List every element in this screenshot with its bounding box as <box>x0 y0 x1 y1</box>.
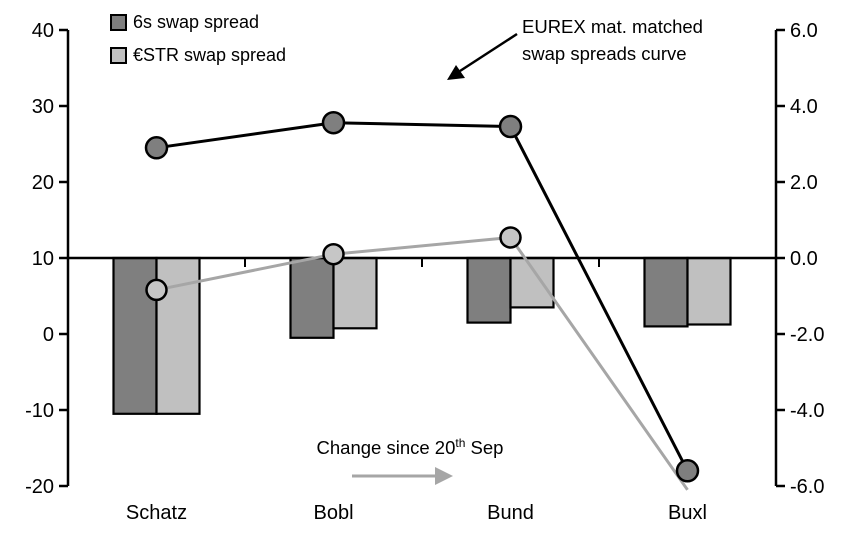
legend-label-estr: €STR swap spread <box>133 44 287 65</box>
legend-swatch-estr-icon <box>110 46 127 64</box>
legend-item-estr: €STR swap spread <box>110 42 286 68</box>
right-tick-label: -2.0 <box>790 324 824 346</box>
category-label-Bobl: Bobl <box>313 502 353 524</box>
bar-0-Bobl <box>289 256 335 339</box>
left-tick-label: -20 <box>25 476 54 498</box>
right-tick-label: 2.0 <box>790 172 818 194</box>
left-tick-label: 40 <box>32 20 54 42</box>
line-series-0 <box>156 121 689 472</box>
right-tick-label: -6.0 <box>790 476 824 498</box>
change-arrowhead-icon <box>435 467 453 485</box>
category-label-Buxl: Buxl <box>668 502 707 524</box>
change-annotation-suffix: Sep <box>465 437 504 459</box>
change-annotation-sup: th <box>455 436 466 450</box>
bar-1-Buxl <box>686 256 732 326</box>
category-label-Bund: Bund <box>487 502 534 524</box>
bar-1-Bobl <box>332 256 378 330</box>
bar-1-Bund <box>509 256 555 309</box>
marker-0-Bund <box>498 114 523 139</box>
left-tick-label: 10 <box>32 248 54 270</box>
left-tick-label: 20 <box>32 172 54 194</box>
curve-annotation-line1: EUREX mat. matched <box>522 16 703 37</box>
legend-item-6s: 6s swap spread <box>110 9 286 35</box>
legend: 6s swap spread €STR swap spread <box>110 9 286 75</box>
legend-swatch-6s-icon <box>110 13 127 31</box>
marker-0-Buxl <box>675 459 700 483</box>
legend-label-6s: 6s swap spread <box>133 11 260 32</box>
category-label-Schatz: Schatz <box>126 502 187 524</box>
curve-annotation-line2: swap spreads curve <box>522 43 687 64</box>
curve-annotation-arrowhead-icon <box>447 65 465 80</box>
bar-0-Bund <box>466 256 512 324</box>
left-tick-label: -10 <box>25 400 54 422</box>
curve-annotation: EUREX mat. matched swap spreads curve <box>522 13 703 67</box>
right-tick-label: -4.0 <box>790 400 824 422</box>
curve-annotation-arrow <box>459 32 518 73</box>
left-tick-label: 0 <box>43 324 54 346</box>
marker-0-Schatz <box>144 136 169 160</box>
change-annotation: Change since 20th Sep <box>288 436 532 459</box>
marker-1-Bund <box>499 226 522 249</box>
right-tick-label: 6.0 <box>790 20 818 42</box>
line-series-1 <box>156 235 689 491</box>
right-tick-label: 0.0 <box>790 248 818 270</box>
left-tick-label: 30 <box>32 96 54 118</box>
marker-0-Bobl <box>321 110 346 135</box>
marker-1-Schatz <box>145 278 168 302</box>
right-tick-label: 4.0 <box>790 96 818 118</box>
bar-0-Buxl <box>643 256 689 328</box>
marker-1-Bobl <box>322 242 345 266</box>
change-annotation-text: Change since 20 <box>316 437 456 459</box>
